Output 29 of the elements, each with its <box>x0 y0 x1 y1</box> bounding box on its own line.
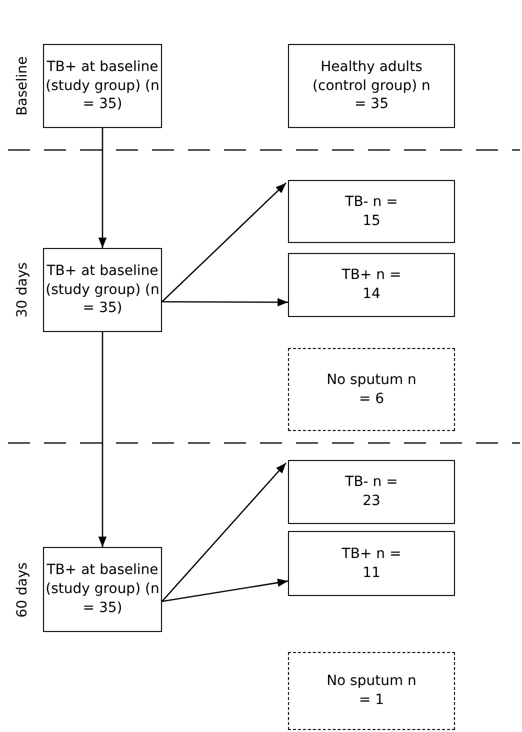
box-text: TB+ at baseline (study group) (n = 35) <box>44 58 160 114</box>
process-box <box>43 248 162 332</box>
arrow <box>98 128 107 248</box>
box-text: TB- n = 15 <box>344 192 399 230</box>
process-box <box>43 547 162 632</box>
dashed-box <box>288 652 455 730</box>
box-text: TB- n = 23 <box>344 473 399 511</box>
phase-label: Baseline <box>14 56 30 116</box>
process-box <box>43 44 162 128</box>
process-box <box>288 531 455 596</box>
arrow <box>162 182 286 302</box>
arrow <box>162 578 288 602</box>
process-box <box>288 253 455 317</box>
box-text: TB+ n = 11 <box>342 544 402 582</box>
box-text: TB+ n = 14 <box>342 266 402 304</box>
process-box <box>288 180 455 243</box>
process-box <box>288 460 455 524</box>
box-text: Healthy adults (control group) n = 35 <box>312 58 432 114</box>
box-text: TB+ at baseline (study group) (n = 35) <box>44 262 160 318</box>
phase-label: 30 days <box>14 262 30 318</box>
arrow <box>98 332 107 547</box>
box-text: No sputum n = 1 <box>326 672 418 710</box>
process-box <box>288 44 455 128</box>
dashed-box <box>288 348 455 431</box>
box-text: TB+ at baseline (study group) (n = 35) <box>44 561 160 618</box>
phase-label: 60 days <box>14 562 30 618</box>
box-text: No sputum n = 6 <box>326 370 418 408</box>
arrow <box>162 462 286 602</box>
arrow <box>162 298 288 306</box>
